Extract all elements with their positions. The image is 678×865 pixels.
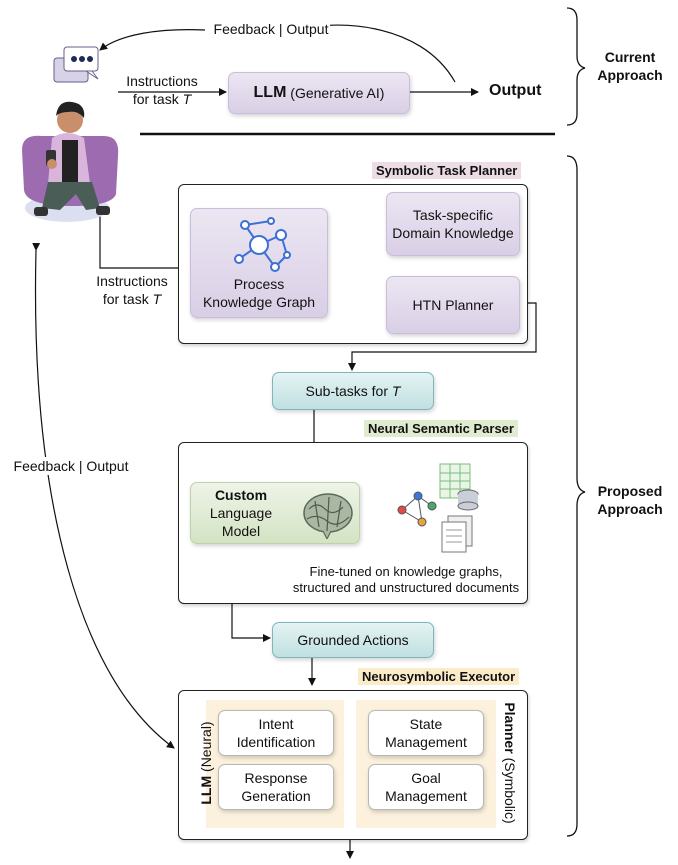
clm-text: Custom Language Model: [205, 486, 277, 540]
chat-bubbles-icon: [53, 46, 99, 83]
left-instructions-line2-text: for task: [102, 291, 149, 307]
htn-label: HTN Planner: [412, 297, 494, 313]
subtasks-box: Sub-tasks for T: [272, 372, 434, 410]
user-with-phone-icon: [22, 101, 119, 222]
htn-planner-box: HTN Planner: [386, 276, 520, 334]
llm-neural-label: LLM (Neural): [198, 703, 214, 823]
caption-line1: Fine-tuned on knowledge graphs,: [309, 564, 503, 579]
response-generation-box: Response Generation: [218, 764, 334, 810]
brain-icon: [303, 493, 353, 539]
goal-management-box: Goal Management: [368, 764, 484, 810]
left-instructions-label: Instructions for task T: [88, 272, 176, 308]
left-feedback-label: Feedback | Output: [12, 457, 130, 475]
goal-line2: Management: [385, 788, 467, 804]
intent-identification-box: Intent Identification: [218, 710, 334, 756]
top-instructions-line2-text: for task: [132, 91, 179, 107]
pkg-line2: Knowledge Graph: [202, 294, 316, 310]
top-instructions-label: Instructions for task T: [118, 72, 206, 108]
left-instructions-line1: Instructions: [96, 273, 168, 289]
current-approach-line1: Current: [604, 49, 656, 65]
grounded-actions-label: Grounded Actions: [297, 632, 409, 648]
process-knowledge-graph-box: Process Knowledge Graph: [190, 208, 328, 318]
semantic-parser-title: Neural Semantic Parser: [364, 420, 518, 437]
left-instructions-line2: for task T: [88, 290, 176, 308]
llm-generative-box: LLM (Generative AI): [228, 72, 410, 114]
proposed-approach-line1: Proposed: [597, 483, 663, 499]
intent-line2: Identification: [236, 734, 316, 750]
state-line2: Management: [385, 734, 467, 750]
response-line2: Generation: [241, 788, 311, 804]
network-graph-icon: [234, 217, 291, 272]
clm-line2: Language: [209, 505, 273, 521]
documents-database-icon: [397, 463, 479, 553]
intent-line1: Intent: [258, 716, 294, 732]
top-instructions-line2: for task T: [118, 90, 206, 108]
executor-planner-rest: (Symbolic): [502, 757, 518, 824]
planner-symbolic-label: Planner (Symbolic): [502, 701, 518, 825]
proposed-approach-line2: Approach: [597, 501, 663, 517]
top-feedback-label: Feedback | Output: [212, 20, 330, 38]
pkg-line1: Process: [233, 276, 285, 292]
left-task-symbol: T: [152, 291, 162, 307]
proposed-approach-label: Proposed Approach: [590, 482, 670, 518]
custom-language-model-box: Custom Language Model: [190, 482, 360, 544]
state-line1: State: [409, 716, 443, 732]
executor-planner-bold: Planner: [502, 702, 518, 754]
clm-line3: Model: [221, 523, 261, 539]
current-approach-label: Current Approach: [590, 48, 670, 84]
symbolic-planner-title: Symbolic Task Planner: [372, 162, 522, 179]
executor-llm-rest: (Neural): [198, 721, 214, 772]
output-label: Output: [489, 82, 542, 99]
domain-line1: Task-specific: [412, 207, 494, 223]
llm-bold-label: LLM: [253, 84, 287, 101]
top-instructions-line1: Instructions: [126, 73, 198, 89]
goal-line1: Goal: [411, 770, 441, 786]
domain-line2: Domain Knowledge: [392, 225, 514, 241]
current-approach-line2: Approach: [597, 67, 663, 83]
executor-title: Neurosymbolic Executor: [358, 668, 520, 685]
response-line1: Response: [244, 770, 308, 786]
grounded-actions-box: Grounded Actions: [272, 622, 434, 658]
clm-bold-label: Custom: [214, 487, 268, 503]
fine-tuned-caption: Fine-tuned on knowledge graphs, structur…: [290, 564, 522, 596]
llm-rest-label: (Generative AI): [290, 85, 385, 101]
state-management-box: State Management: [368, 710, 484, 756]
top-task-symbol: T: [182, 91, 192, 107]
caption-line2: structured and unstructured documents: [292, 580, 520, 595]
domain-knowledge-box: Task-specific Domain Knowledge: [386, 192, 520, 256]
subtasks-label: Sub-tasks for: [305, 383, 389, 399]
executor-llm-bold: LLM: [198, 775, 214, 805]
subtasks-task-symbol: T: [391, 383, 401, 399]
